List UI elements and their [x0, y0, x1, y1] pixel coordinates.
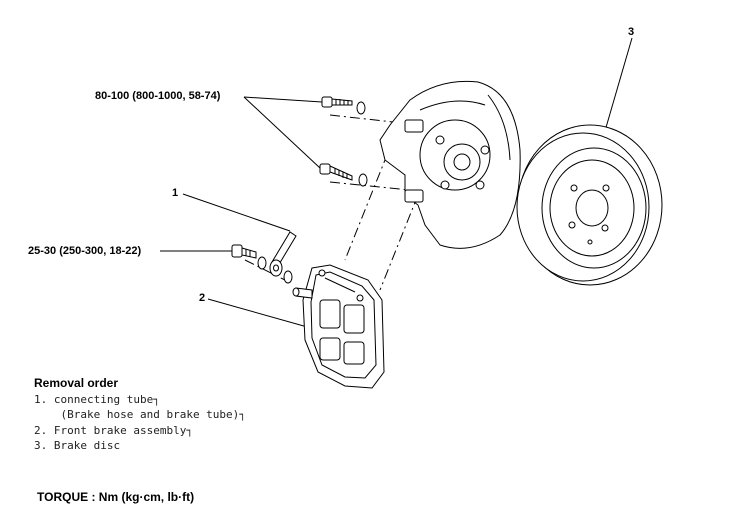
removal-order-heading: Removal order	[34, 376, 119, 390]
removal-step-3: 3. Brake disc	[34, 439, 121, 452]
torque-label-hub-bolts: 80-100 (800-1000, 58-74)	[95, 90, 221, 102]
torque-label-hose-bolt: 25-30 (250-300, 18-22)	[28, 245, 142, 257]
removal-step-2: 2. Front brake assembly┐	[34, 424, 193, 437]
lower-bolt	[320, 164, 367, 186]
removal-step-1-detail: (Brake hose and brake tube)┐	[34, 408, 246, 421]
callout-number-2: 2	[199, 292, 206, 304]
upper-bolt	[322, 97, 365, 114]
leader-lines	[160, 38, 632, 330]
removal-step-1: 1. connecting tube┐	[34, 393, 160, 406]
connecting-tube	[270, 232, 296, 276]
torque-unit-legend: TORQUE : Nm (kg·cm, lb·ft)	[37, 490, 195, 504]
callout-number-3: 3	[628, 26, 635, 38]
front-brake-assembly	[293, 265, 384, 388]
callout-number-1: 1	[172, 187, 179, 199]
hose-bolt	[232, 245, 292, 283]
steering-knuckle	[380, 81, 520, 248]
brake-disc	[517, 125, 662, 285]
